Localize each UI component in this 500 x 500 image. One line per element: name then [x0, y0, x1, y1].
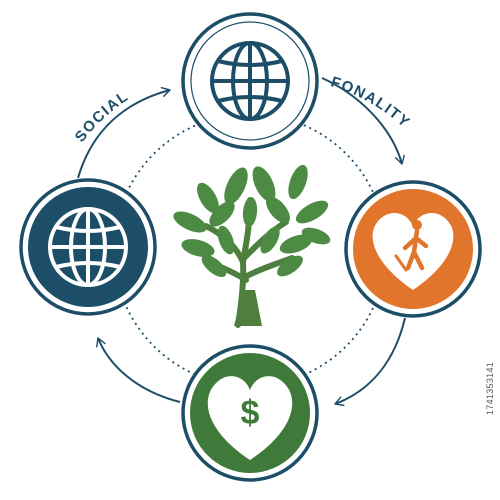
heart-person-icon [372, 212, 454, 290]
stock-id-text: 1741353141 [485, 362, 495, 415]
node-left [19, 178, 157, 316]
globe-icon [48, 207, 128, 287]
tree-icon [173, 164, 331, 328]
fonality-label: FONALITY [329, 74, 414, 132]
node-bottom: $ [181, 344, 319, 482]
globe-icon [210, 41, 290, 121]
arrow-right-to-bottom [334, 317, 406, 407]
node-right [344, 180, 482, 318]
dollar-symbol: $ [241, 394, 260, 432]
arrow-left-to-top [77, 87, 171, 179]
social-label: SOCIAL [72, 87, 132, 145]
arrow-top-to-right [321, 77, 405, 165]
arrow-bottom-to-left [96, 337, 181, 403]
heart-dollar-icon: $ [207, 376, 293, 460]
node-top [181, 12, 319, 150]
